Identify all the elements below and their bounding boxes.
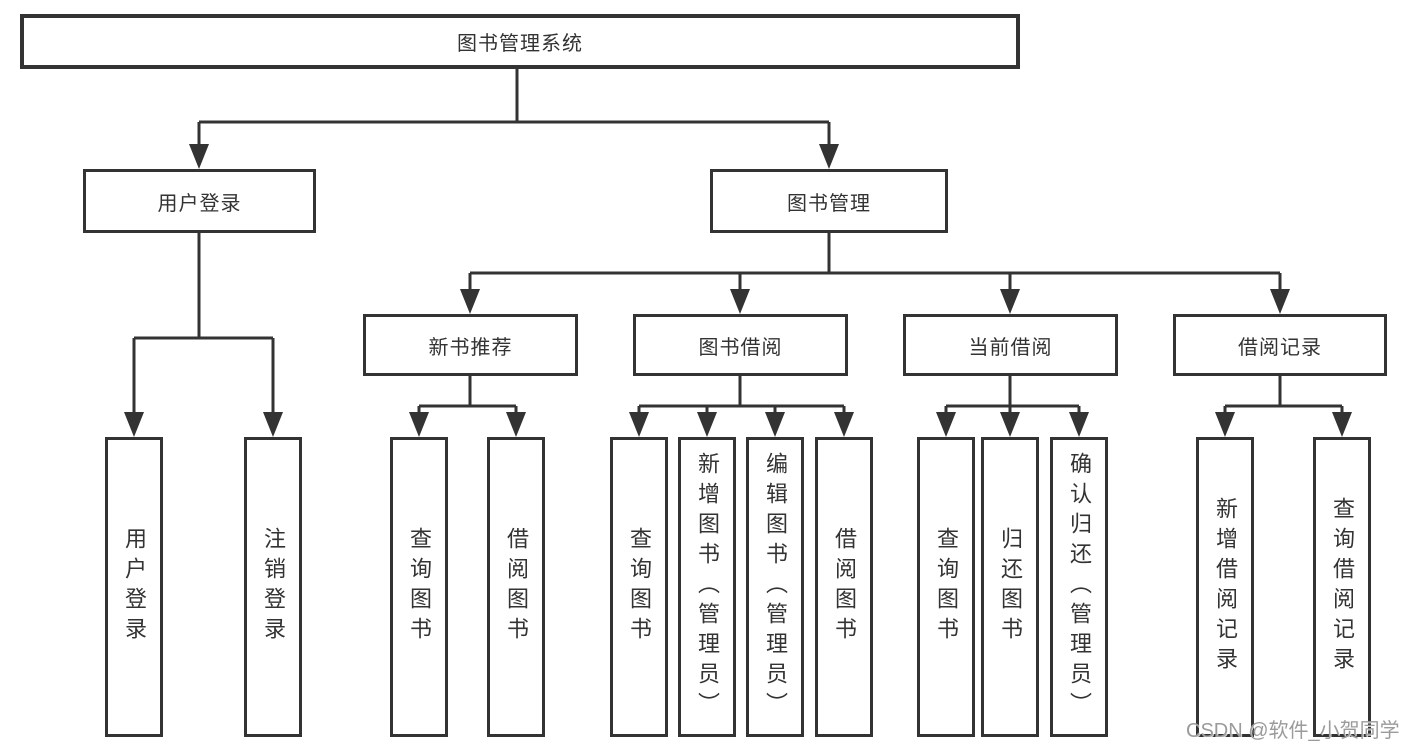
arrow-down-icon xyxy=(263,412,283,437)
node-label: 查询图书 xyxy=(627,527,652,647)
arrow-down-icon xyxy=(409,412,429,437)
arrow-down-icon xyxy=(1215,412,1235,437)
arrow-down-icon xyxy=(697,412,717,437)
node-label: 借阅图书 xyxy=(832,527,857,647)
node-label: 归还图书 xyxy=(998,527,1023,647)
arrow-down-icon xyxy=(1000,289,1020,314)
node-label: 新书推荐 xyxy=(428,336,513,359)
node-leaf-edit-book-admin: 编辑图书（管理员） xyxy=(746,437,804,737)
node-leaf-query-books-2: 查询图书 xyxy=(610,437,668,737)
arrow-down-icon xyxy=(1000,412,1020,437)
arrow-down-icon xyxy=(1069,412,1089,437)
node-leaf-borrow-books-1: 借阅图书 xyxy=(487,437,545,737)
node-label: 查询图书 xyxy=(934,527,959,647)
node-label: 注销登录 xyxy=(261,527,286,647)
arrow-down-icon xyxy=(730,289,750,314)
arrow-down-icon xyxy=(834,412,854,437)
node-label: 确认归还（管理员） xyxy=(1067,452,1092,722)
arrow-down-icon xyxy=(765,412,785,437)
node-leaf-add-book-admin: 新增图书（管理员） xyxy=(678,437,736,737)
node-leaf-user-login: 用户登录 xyxy=(105,437,163,737)
node-leaf-borrow-books-2: 借阅图书 xyxy=(815,437,873,737)
node-new-book-recommendation: 新书推荐 xyxy=(363,314,578,376)
node-leaf-confirm-return-admin: 确认归还（管理员） xyxy=(1050,437,1108,737)
node-leaf-logout: 注销登录 xyxy=(244,437,302,737)
arrow-down-icon xyxy=(936,412,956,437)
node-label: 查询图书 xyxy=(407,527,432,647)
node-label: 编辑图书（管理员） xyxy=(763,452,788,722)
node-label: 查询借阅记录 xyxy=(1330,497,1355,677)
arrow-down-icon xyxy=(189,144,209,169)
node-label: 用户登录 xyxy=(122,527,147,647)
node-book-borrowing: 图书借阅 xyxy=(633,314,848,376)
node-label: 图书管理系统 xyxy=(457,33,583,55)
csdn-watermark: CSDN @软件_小贺同学 xyxy=(1186,720,1400,742)
arrow-down-icon xyxy=(460,289,480,314)
arrow-down-icon xyxy=(629,412,649,437)
node-leaf-add-borrow-record: 新增借阅记录 xyxy=(1196,437,1254,737)
node-borrowing-records: 借阅记录 xyxy=(1173,314,1387,376)
node-book-management: 图书管理 xyxy=(710,169,948,233)
node-label: 图书借阅 xyxy=(698,336,783,359)
arrow-down-icon xyxy=(1270,289,1290,314)
node-label: 新增借阅记录 xyxy=(1213,497,1238,677)
node-user-login: 用户登录 xyxy=(83,169,316,233)
node-label: 当前借阅 xyxy=(968,336,1053,359)
node-label: 借阅记录 xyxy=(1238,336,1322,359)
node-leaf-query-books-1: 查询图书 xyxy=(390,437,448,737)
node-label: 用户登录 xyxy=(157,192,242,215)
arrow-down-icon xyxy=(819,144,839,169)
node-leaf-query-borrow-record: 查询借阅记录 xyxy=(1313,437,1371,737)
node-leaf-query-books-3: 查询图书 xyxy=(917,437,975,737)
node-label: 图书管理 xyxy=(787,192,871,215)
node-leaf-return-book: 归还图书 xyxy=(981,437,1039,737)
node-current-borrowing: 当前借阅 xyxy=(903,314,1118,376)
node-library-management-system: 图书管理系统 xyxy=(20,14,1020,69)
arrow-down-icon xyxy=(1332,412,1352,437)
node-label: 新增图书（管理员） xyxy=(695,452,720,722)
arrow-down-icon xyxy=(506,412,526,437)
node-label: 借阅图书 xyxy=(504,527,529,647)
arrow-down-icon xyxy=(124,412,144,437)
